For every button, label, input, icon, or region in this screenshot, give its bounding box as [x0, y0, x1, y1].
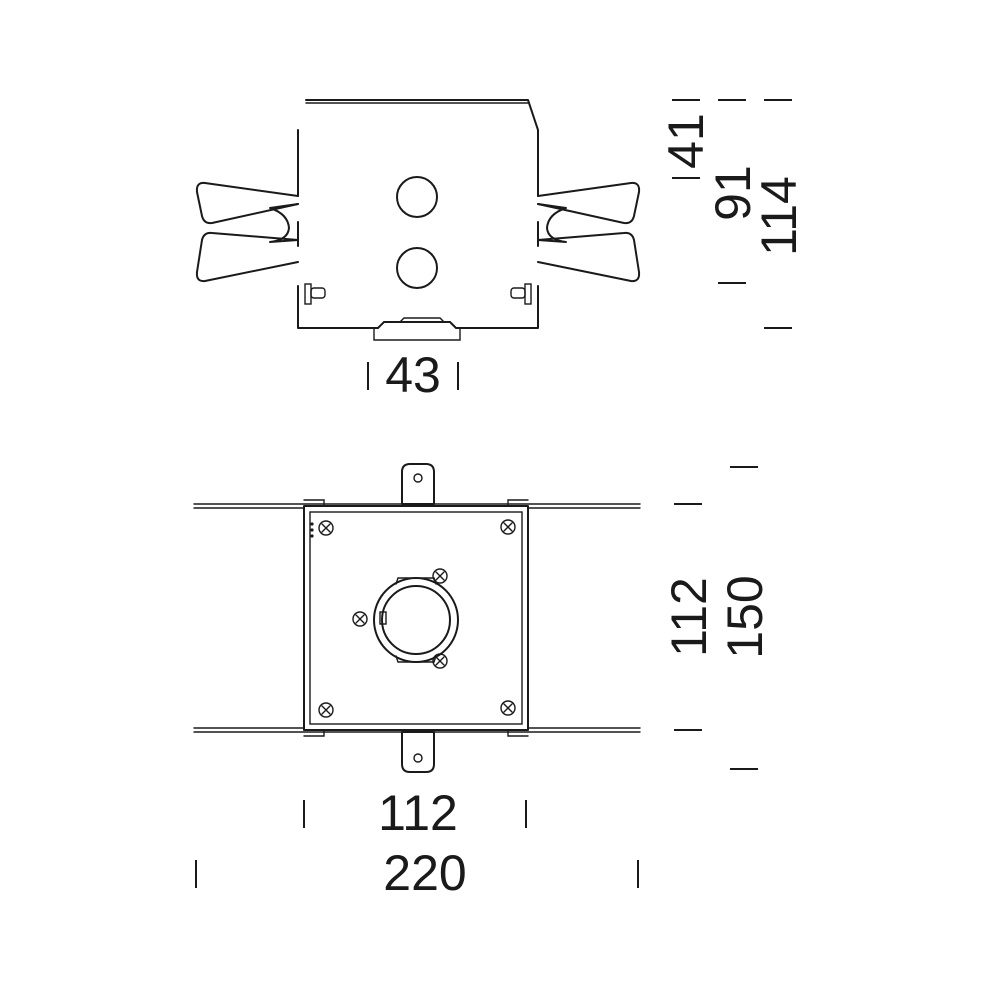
bottom-view-dimensions: 112 150 112 220 [195, 466, 773, 901]
dim-top-width: 43 [385, 347, 441, 403]
dim-top-h114: 114 [751, 176, 807, 256]
screw-icon [432, 653, 448, 669]
top-mounting-tab [401, 463, 435, 505]
right-wing-lower [537, 231, 641, 283]
left-wing-lower [195, 231, 299, 283]
screw-icon [318, 520, 334, 536]
dim-bottom-h112: 112 [661, 577, 717, 657]
corner-clip-bl [303, 729, 325, 737]
left-wing-upper [195, 181, 299, 225]
top-tab-hole [413, 473, 423, 483]
housing-inner-edge [309, 511, 523, 725]
socket-inner-ring [381, 585, 451, 655]
housing-outline [297, 99, 539, 329]
knockout-hole-upper [396, 176, 438, 218]
right-wing-slot [537, 203, 567, 243]
bottom-tab-hole [413, 753, 423, 763]
dim-bottom-w220: 220 [383, 845, 466, 901]
marking-dots [310, 522, 314, 538]
right-pin [510, 283, 532, 305]
bottom-bracket [373, 317, 461, 341]
screw-icon [318, 702, 334, 718]
screw-icon [432, 568, 448, 584]
screw-icon [500, 700, 516, 716]
screw-icon [500, 519, 516, 535]
socket-clip-bottom [395, 655, 437, 663]
socket-latch [379, 611, 387, 625]
top-view-housing [195, 99, 641, 341]
dim-top-h41: 41 [658, 113, 714, 169]
screw-icon [352, 611, 368, 627]
dim-bottom-h150: 150 [717, 575, 773, 658]
left-wing-slot [269, 203, 299, 243]
dim-top-h91: 91 [705, 165, 761, 221]
bottom-mounting-tab [401, 731, 435, 773]
corner-clip-tr [507, 499, 529, 507]
top-view-dimensions: 43 41 91 114 [367, 99, 807, 403]
housing-square [303, 505, 529, 731]
right-wing-upper [537, 181, 641, 225]
corner-clip-tl [303, 499, 325, 507]
bottom-view-housing [193, 463, 641, 773]
corner-clip-br [507, 729, 529, 737]
dim-bottom-w112: 112 [378, 785, 458, 841]
left-pin [304, 283, 326, 305]
knockout-hole-lower [396, 247, 438, 289]
